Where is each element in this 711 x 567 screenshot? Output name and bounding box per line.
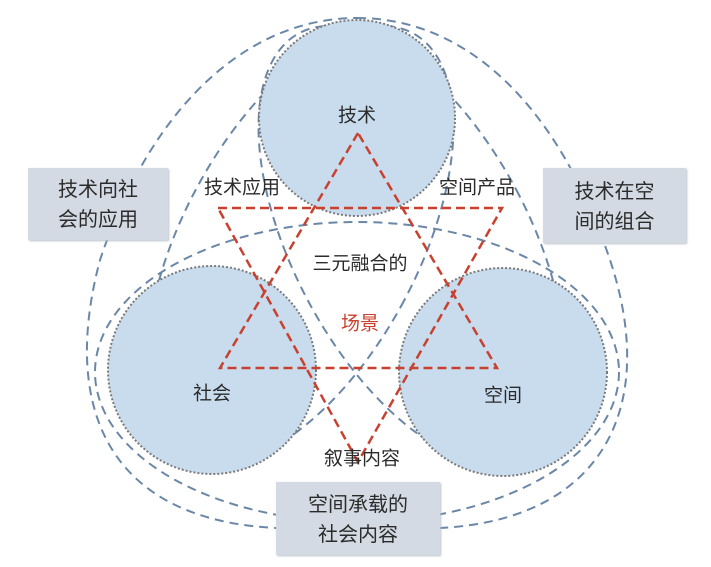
box-line: 会的应用 [58, 207, 138, 231]
tech-in-space-box: 技术在空 间的组合 [543, 168, 686, 243]
narrative-content-label: 叙事内容 [323, 447, 401, 470]
star-up-triangle [217, 130, 500, 370]
box-line: 社会内容 [318, 521, 398, 546]
space-product-label: 空间产品 [438, 176, 516, 199]
center-label-line1: 三元融合的 [312, 252, 408, 275]
space-circle [398, 267, 608, 477]
tech-circle [258, 19, 456, 217]
star-down-triangle [215, 206, 505, 465]
box-line: 空间承载的 [308, 491, 408, 516]
tech-application-label: 技术应用 [203, 176, 281, 199]
tech-label: 技术 [337, 104, 377, 127]
center-label-line2: 场景 [340, 312, 380, 335]
tech-to-society-box: 技术向社 会的应用 [28, 168, 168, 240]
society-label: 社会 [192, 382, 232, 405]
box-line: 间的组合 [574, 208, 655, 233]
box-line: 技术在空 [574, 178, 655, 203]
society-space-ellipse [94, 221, 620, 523]
society-circle [107, 265, 317, 475]
space-society-box: 空间承载的 社会内容 [276, 482, 440, 555]
space-label: 空间 [483, 384, 523, 407]
box-line: 技术向社 [58, 177, 138, 201]
